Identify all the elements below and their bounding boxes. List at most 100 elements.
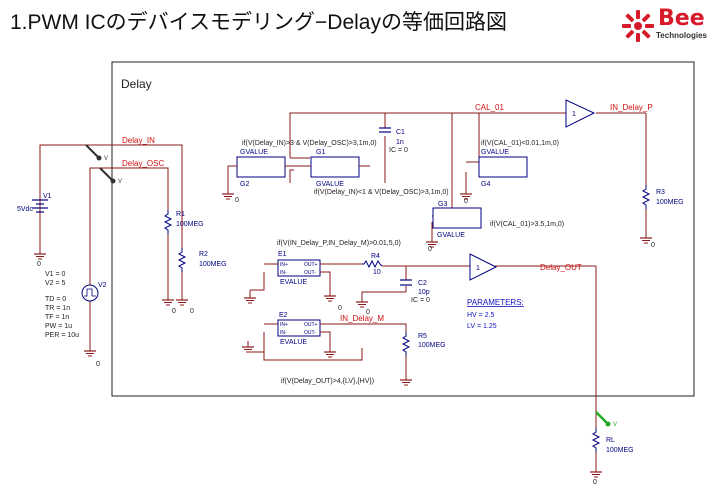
page-title: 1.PWM ICのデバイスモデリング−Delayの等価回路図: [10, 11, 507, 34]
g3-type: GVALUE: [437, 232, 465, 239]
logo-brand: Bee: [658, 6, 705, 31]
g4-expression: if(V(CAL_01)<0.01,1m,0): [481, 140, 559, 147]
svg-text:OUT+: OUT+: [304, 322, 318, 328]
svg-text:V: V: [118, 179, 122, 185]
probe-icon: V: [595, 411, 617, 428]
svg-text:PW = 1u: PW = 1u: [45, 323, 72, 330]
svg-text:PER = 10u: PER = 10u: [45, 332, 79, 339]
v2-name: V2: [98, 282, 107, 289]
r2-value: 100MEG: [199, 261, 227, 268]
r5-value: 100MEG: [418, 342, 446, 349]
probe-icon: V: [99, 167, 122, 185]
parameters-title: PARAMETERS:: [467, 298, 524, 307]
g3-block: [432, 207, 482, 229]
net-delay-osc: Delay_OSC: [122, 159, 164, 168]
delay-block-frame: [111, 61, 695, 397]
net-in-delay-p: IN_Delay_P: [610, 103, 653, 112]
r2-name: R2: [199, 251, 208, 258]
svg-text:TD = 0: TD = 0: [45, 296, 66, 303]
svg-text:0: 0: [338, 305, 342, 312]
rl-name: RL: [606, 437, 615, 444]
net-delay-in: Delay_IN: [122, 136, 155, 145]
g1-expression: if(V(Delay_IN)>3 & V(Delay_OSC)>3,1m,0): [242, 140, 377, 147]
parameter-hv: HV = 2.5: [467, 312, 495, 319]
logo-subtitle: Technologies: [656, 31, 707, 40]
probe-icon: V: [85, 144, 108, 162]
svg-text:1: 1: [476, 265, 480, 272]
company-logo: Bee Technologies: [620, 6, 712, 46]
svg-text:IN+: IN+: [280, 322, 288, 328]
c1-value: 1n: [396, 139, 404, 146]
c2-ic: IC = 0: [411, 297, 430, 304]
v1-value: 5Vdc: [17, 206, 33, 213]
net-delay-out: Delay_OUT: [540, 263, 582, 272]
g2-name: G2: [240, 181, 249, 188]
svg-text:0: 0: [172, 308, 176, 315]
r1-name: R1: [176, 211, 185, 218]
c2-capacitor-icon: [400, 279, 412, 286]
svg-text:V: V: [104, 156, 108, 162]
g2-block: [236, 156, 286, 178]
rl-value: 100MEG: [606, 447, 634, 454]
g3-name: G3: [438, 201, 447, 208]
c2-value: 10p: [418, 289, 430, 296]
g5-expression: if(V(CAL_01)>3.5,1m,0): [490, 221, 564, 228]
svg-text:V1 = 0: V1 = 0: [45, 271, 66, 278]
svg-text:V: V: [613, 422, 617, 428]
g1-block: [310, 156, 360, 178]
svg-text:0: 0: [96, 361, 100, 368]
net-in-delay-m: IN_Delay_M: [340, 314, 384, 323]
svg-text:V2 = 5: V2 = 5: [45, 280, 66, 287]
svg-text:0: 0: [593, 479, 597, 486]
svg-text:IN+: IN+: [280, 262, 288, 268]
e2-type: EVALUE: [280, 339, 307, 346]
svg-text:OUT-: OUT-: [304, 270, 316, 276]
e2-block: [277, 319, 321, 337]
ground-label: 0: [37, 261, 41, 268]
svg-text:IN-: IN-: [280, 330, 287, 336]
c1-name: C1: [396, 129, 405, 136]
output-wiring: [250, 263, 597, 466]
r4-resistor-icon: [362, 259, 383, 269]
v2-pulse-source-icon: [81, 262, 99, 315]
r3-value: 100MEG: [656, 199, 684, 206]
svg-text:OUT-: OUT-: [304, 330, 316, 336]
e1-expression: if(V(IN_Delay_P,IN_Delay_M)>0.01,5,0): [277, 240, 401, 247]
c1-capacitor-icon: [379, 127, 391, 133]
svg-text:IN-: IN-: [280, 270, 287, 276]
c1-ic: IC = 0: [389, 147, 408, 154]
delay-block-label: Delay: [121, 77, 152, 91]
g3-expression: if(V(Delay_IN)<1 & V(Delay_OSC)>3,1m,0): [314, 189, 449, 196]
buffer-out-icon: 1: [469, 253, 498, 281]
e2-expression: if(V(Delay_OUT)>4,{LV},{HV}): [281, 378, 374, 385]
svg-text:1: 1: [572, 111, 576, 118]
g4-block: [478, 156, 528, 178]
svg-text:TF = 1n: TF = 1n: [45, 314, 69, 321]
g2-type: GVALUE: [240, 149, 268, 156]
parameter-lv: LV = 1.25: [467, 323, 497, 330]
g4-type: GVALUE: [481, 149, 509, 156]
bee-logo-icon: [622, 10, 654, 42]
r4-value: 10: [373, 269, 381, 276]
r1-value: 100MEG: [176, 221, 204, 228]
v1-battery-icon: [32, 185, 48, 213]
r5-name: R5: [418, 333, 427, 340]
net-cal-01: CAL_01: [475, 103, 504, 112]
svg-text:0: 0: [235, 197, 239, 204]
e1-type: EVALUE: [280, 279, 307, 286]
svg-text:0: 0: [366, 309, 370, 316]
g1-name: G1: [316, 149, 325, 156]
svg-text:OUT+: OUT+: [304, 262, 318, 268]
svg-text:TR = 1n: TR = 1n: [45, 305, 70, 312]
svg-text:0: 0: [651, 242, 655, 249]
g4-name: G4: [481, 181, 490, 188]
v1-name: V1: [43, 193, 52, 200]
c2-name: C2: [418, 280, 427, 287]
e2-name: E2: [279, 312, 288, 319]
buffer-cal-icon: 1: [565, 99, 596, 128]
cal-wiring: [289, 112, 647, 232]
e1-block: [277, 259, 321, 277]
g1-type: GVALUE: [316, 181, 344, 188]
r4-name: R4: [371, 253, 380, 260]
